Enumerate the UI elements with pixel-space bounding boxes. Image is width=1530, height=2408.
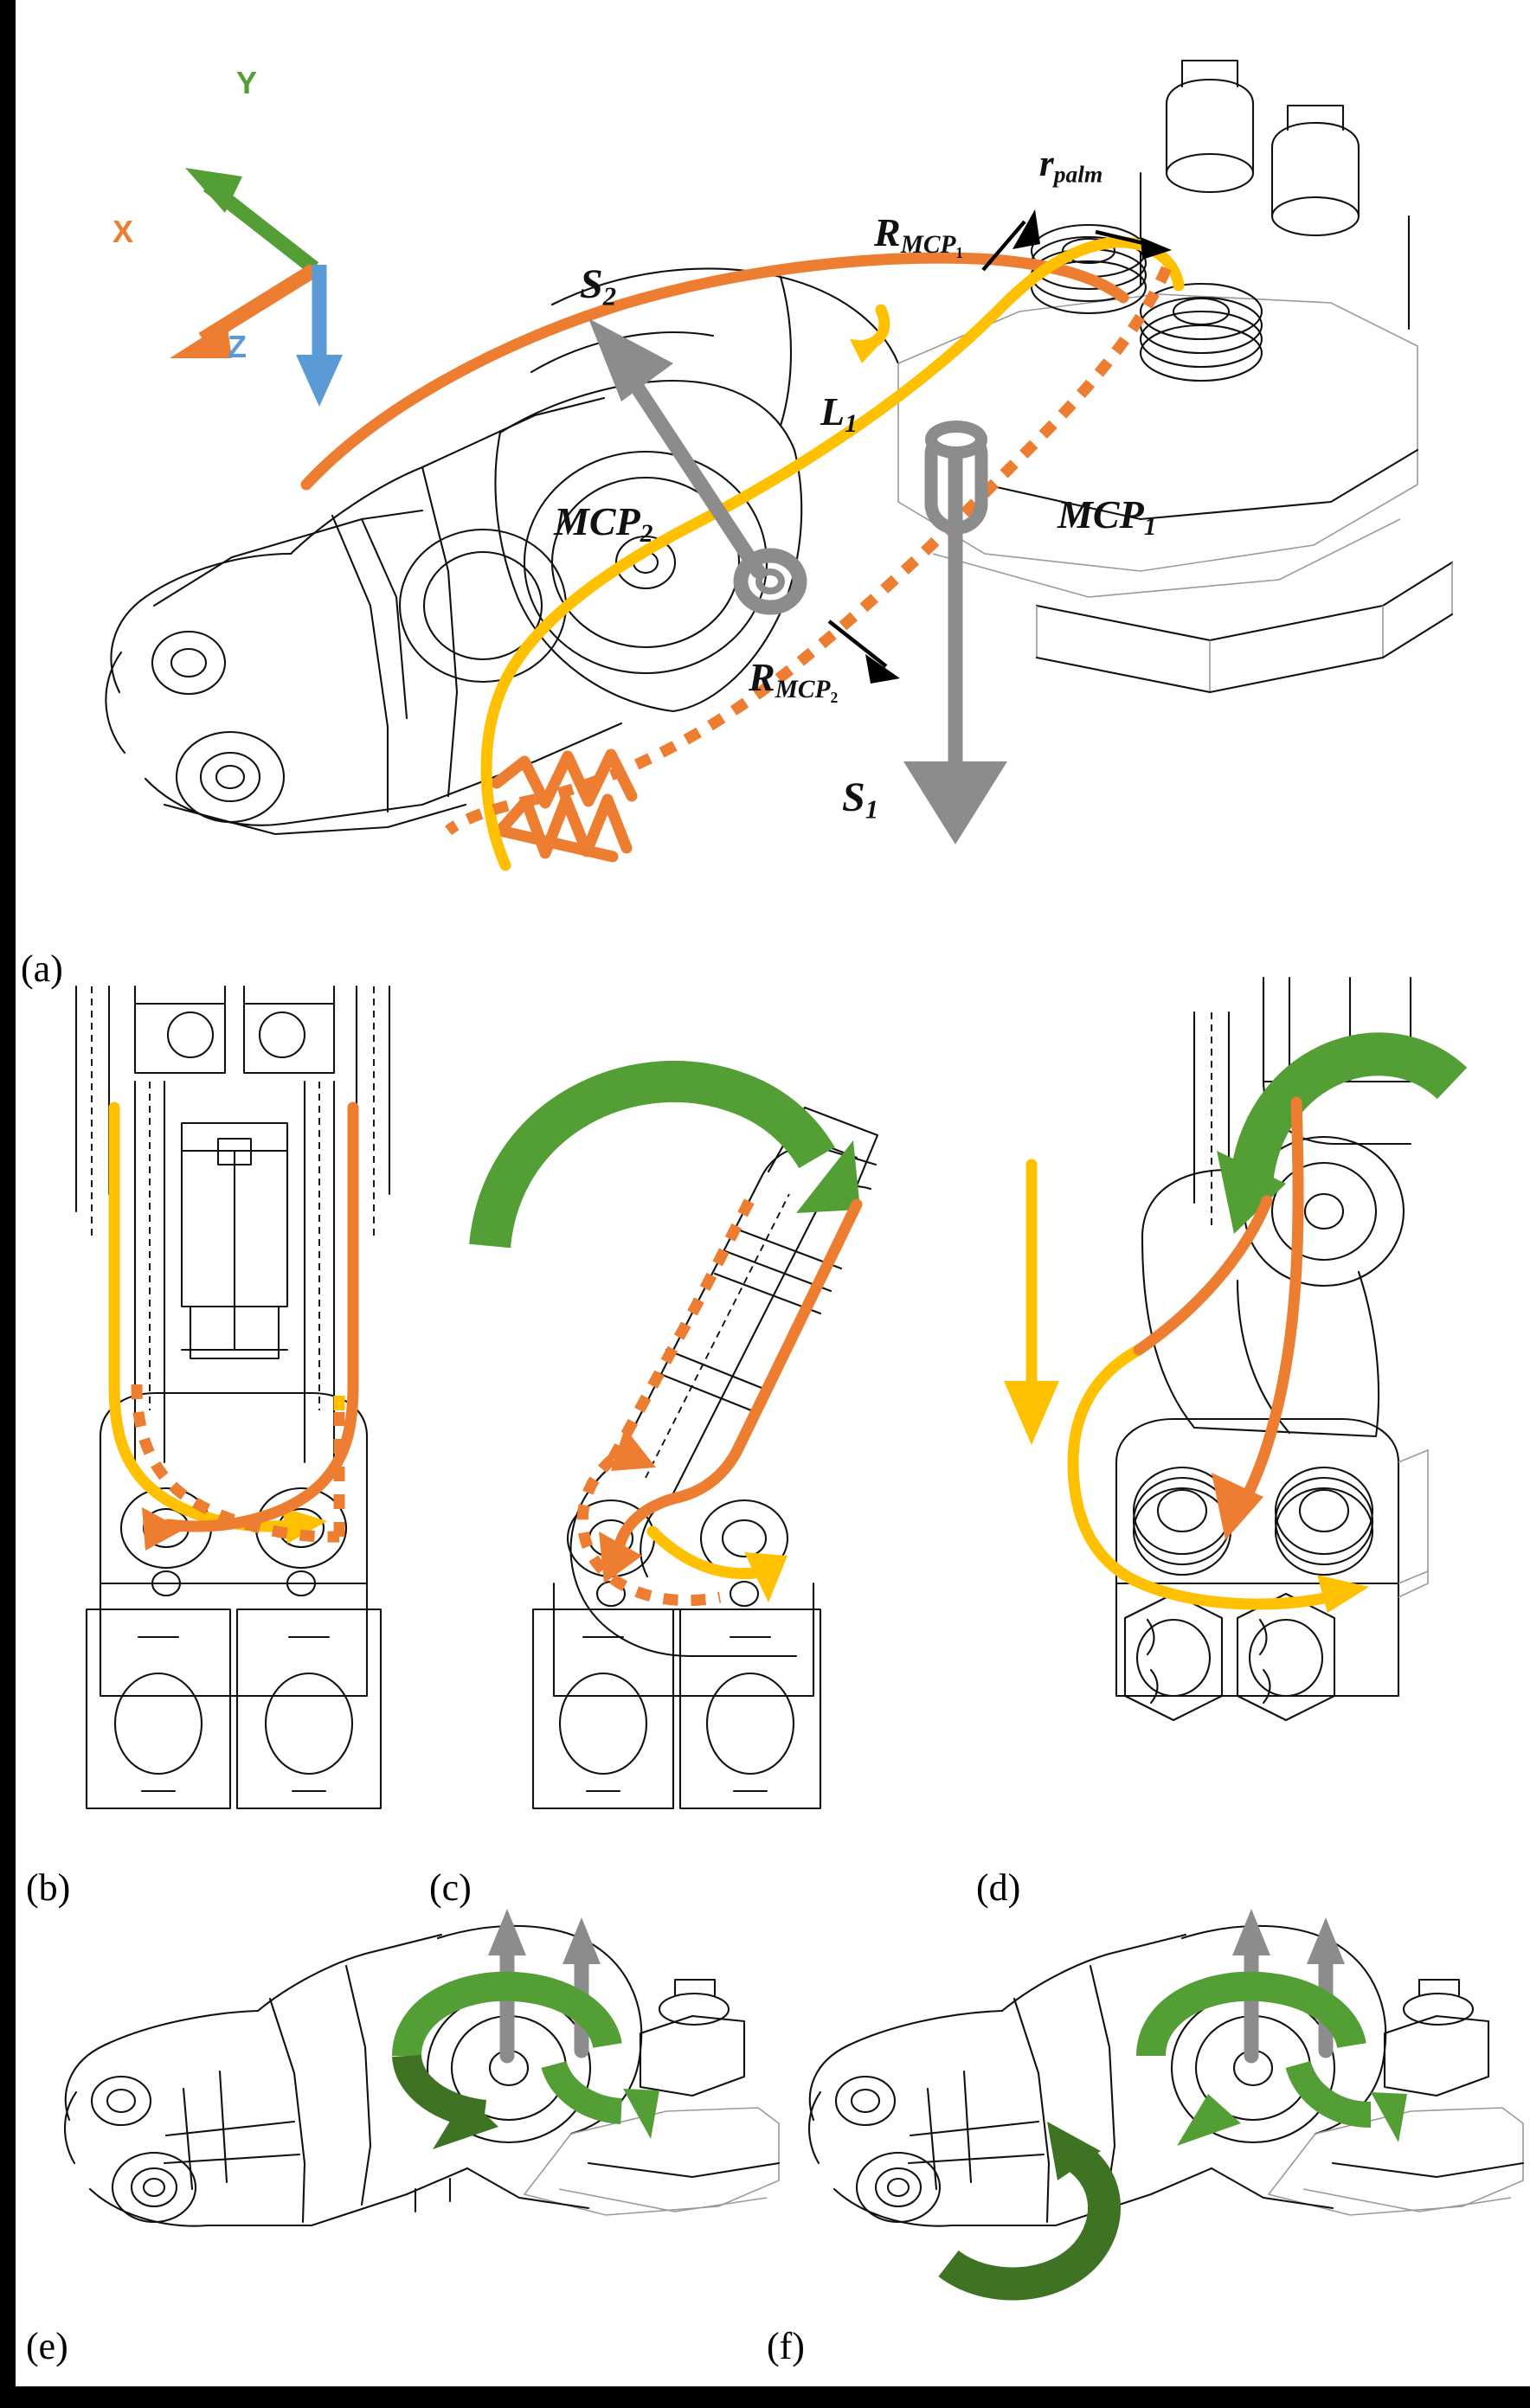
force-arrows-a (588, 318, 1007, 844)
leader-R-MCP1 (981, 220, 1026, 272)
axis-triad (170, 168, 343, 407)
panel-e-drawing (63, 1909, 781, 2227)
panel-f-drawing (807, 1909, 1525, 2301)
tendon-orange-dashed-c (576, 1454, 722, 1607)
panel-label-f: (f) (767, 2325, 805, 2367)
axis-label-z: Z (228, 329, 247, 364)
pulley-stack-right-d (1274, 1466, 1374, 1576)
panel-f (779, 1904, 1525, 2310)
label-R-MCP1: RMCP₁ (874, 210, 964, 260)
panel-b-drawing (74, 985, 391, 1810)
label-S1: S1 (842, 774, 879, 825)
leader-arrows-a (827, 209, 1172, 684)
label-S2: S2 (580, 261, 617, 311)
panel-e (35, 1904, 781, 2310)
finger-bent-view-c (531, 1106, 879, 1810)
tendon-paths-b (108, 1101, 359, 1551)
panel-d (978, 976, 1468, 1843)
panel-a: Y X Z rpalm RMCP₁ S2 L1 MCP2 MCP1 RMCP₂ … (16, 0, 1530, 943)
panel-d-drawing (1004, 976, 1468, 1722)
label-MCP2: MCP2 (554, 499, 653, 549)
tendon-paths-c (576, 1191, 863, 1607)
label-MCP1: MCP1 (1058, 492, 1157, 542)
tendon-paths-a (300, 236, 1185, 871)
tendon-orange-dashed-b (131, 1384, 340, 1543)
panel-label-d: (d) (976, 1866, 1021, 1909)
tendon-paths-d (1004, 1096, 1369, 1613)
label-L1: L1 (820, 389, 858, 439)
axis-label-x: X (112, 214, 134, 249)
tendon-orange-solid (300, 252, 1129, 491)
leader-R-MCP2 (827, 620, 888, 668)
rotation-arrow-d (1217, 1032, 1468, 1234)
tendon-yellow-c (646, 1525, 761, 1580)
panel-label-a: (a) (21, 947, 63, 990)
bottom-black-margin (0, 2386, 1530, 2408)
panel-label-b: (b) (26, 1866, 71, 1909)
panel-label-e: (e) (26, 2325, 68, 2367)
rotation-arrows-e (392, 1971, 659, 2149)
panel-label-c: (c) (429, 1866, 472, 1909)
finger-iso-view-f (807, 1924, 1525, 2227)
panel-a-drawing (105, 59, 1454, 871)
force-arrow-s2-shaft (614, 356, 766, 579)
finger-front-view-b (74, 985, 391, 1810)
panel-c (450, 978, 900, 1843)
finger-iso-view-e (63, 1924, 781, 2227)
finger-cad-outline-a (105, 59, 1454, 836)
panel-b (52, 978, 459, 1843)
tendon-orange-d (1237, 1096, 1304, 1510)
rotation-arrows-f (938, 1971, 1407, 2301)
label-r-palm: rpalm (1039, 144, 1103, 188)
tendon-orange-b (162, 1101, 359, 1532)
label-R-MCP2: RMCP₂ (749, 655, 839, 704)
left-black-margin (0, 0, 16, 2408)
tendon-orange-dashed (533, 266, 1172, 806)
tendon-yellow-solid (480, 236, 1121, 871)
tendon-yellow-d-route (1067, 1456, 1342, 1610)
panel-c-drawing (469, 1061, 879, 1810)
tendon-orange-c (674, 1198, 863, 1503)
tendon-yellow-b (108, 1101, 305, 1532)
rotation-arrow-c (469, 1061, 860, 1249)
axis-label-y: Y (236, 65, 258, 100)
